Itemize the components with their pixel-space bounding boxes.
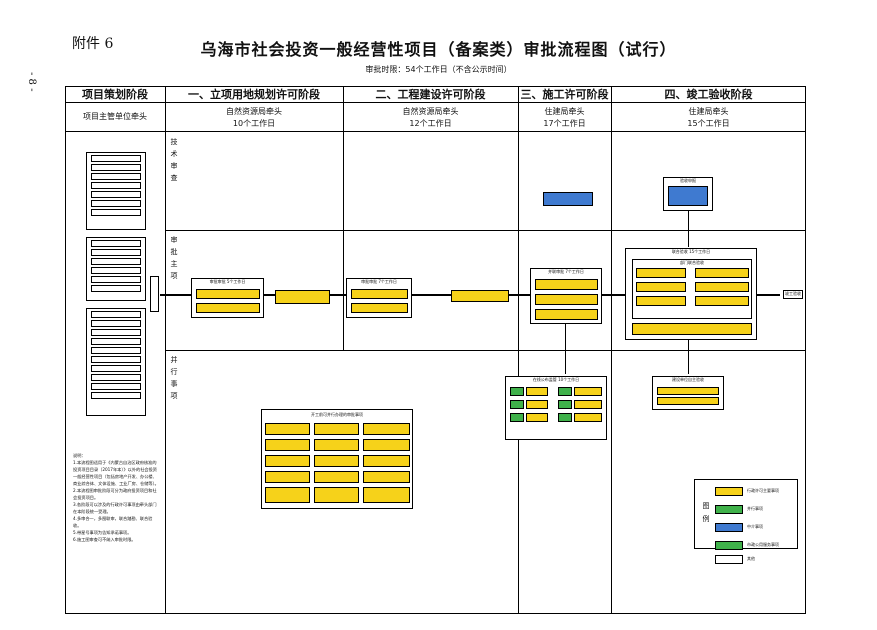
- note-3: 3.各阶段可以涉及的行政许可事项由牵头部门在本阶段统一受理。: [73, 502, 157, 514]
- legend-title: 图例: [702, 502, 710, 528]
- stage1-permit-box: [275, 290, 330, 304]
- final-acceptance-box: 竣工验收: [783, 290, 803, 299]
- col-days-stage2: 12个工作日: [409, 119, 452, 128]
- col-divider-1: [165, 86, 166, 614]
- stage3-tech-review-box: [543, 192, 593, 206]
- row-label-tech: 技术审查: [170, 138, 178, 186]
- final-acceptance-label: 竣工验收: [785, 291, 801, 296]
- legend-box: 图例 行政许可主要事项 并行事项 中介事项 市政公用服务事项 其他: [694, 479, 798, 564]
- planning-connector-box: [150, 276, 159, 312]
- legend-item-4: 市政公用服务事项: [747, 542, 779, 547]
- stage1-approval-box: 审批审批 5个工作日: [191, 278, 264, 318]
- stage4-self-caption: 建设单位自主验收: [672, 377, 704, 382]
- annex-label: 附件 6: [72, 36, 114, 52]
- legend-swatch-green: [715, 504, 743, 514]
- row-divider-main: [165, 350, 806, 351]
- header-bottom-line: [65, 131, 806, 132]
- page-title: 乌海市社会投资一般经营性项目（备案类）审批流程图（试行）: [200, 40, 677, 59]
- parallel-items-table: 开工前可并行办理的审批事项: [261, 409, 413, 509]
- stage3-approval-box: 并联审批 7个工作日: [530, 268, 602, 324]
- col-header-stage1: 一、立项用地规划许可阶段: [188, 88, 320, 101]
- row-divider-tech: [165, 230, 806, 231]
- notes-block: 说明： 1.本流程图适用于《内蒙古自治区政府核准的投资项目目录（2017年本）》…: [73, 452, 159, 543]
- col-days-stage4: 15个工作日: [687, 119, 730, 128]
- note-4: 4.多审合一，多图联审，联合踏勘、联合验收。: [73, 516, 153, 528]
- legend-swatch-white: [715, 554, 743, 564]
- planning-box-2: [86, 237, 146, 301]
- col-divider-4: [611, 86, 612, 614]
- note-2: 2.本流程图审批阶段可分为政府投资项目和社会投资项目。: [73, 488, 157, 500]
- legend-swatch-green-2: [715, 540, 743, 550]
- legend-swatch-blue: [715, 522, 743, 532]
- stage4-pre-check-box: 验收申报: [663, 177, 713, 211]
- col-lead-planning: 项目主管单位牵头: [83, 112, 147, 121]
- legend-swatch-yellow: [715, 486, 743, 496]
- stage3-approval-caption: 并联审批 7个工作日: [548, 269, 584, 274]
- header-divider: [65, 102, 806, 103]
- note-1: 1.本流程图适用于《内蒙古自治区政府核准的投资项目目录（2017年本）》以外的社…: [73, 460, 159, 486]
- legend-item-5: 其他: [747, 556, 755, 561]
- stage4-down-arrow: [688, 340, 689, 374]
- stage2-approval-caption: 审批审批 7个工作日: [361, 279, 397, 284]
- notes-title: 说明：: [73, 453, 86, 458]
- stage3-down-arrow: [565, 324, 566, 374]
- legend-item-1: 行政许可主要事项: [747, 488, 779, 493]
- stage4-pre-check-caption: 验收申报: [680, 178, 696, 183]
- page-subtitle: 审批时限：54个工作日（不含公示时间）: [365, 65, 512, 74]
- col-header-stage3: 三、施工许可阶段: [520, 88, 609, 101]
- col-header-stage2: 二、工程建设许可阶段: [375, 88, 486, 101]
- stage2-permit-box: [451, 290, 509, 302]
- col-lead-stage1: 自然资源局牵头: [226, 107, 282, 116]
- col-divider-2: [343, 86, 344, 350]
- row-label-parallel: 并行事项: [170, 356, 178, 404]
- col-lead-stage2: 自然资源局牵头: [402, 107, 459, 116]
- col-header-stage4: 四、竣工验收阶段: [664, 88, 753, 101]
- col-header-planning: 项目策划阶段: [82, 88, 148, 101]
- col-lead-stage4: 住建局牵头: [688, 107, 729, 116]
- page-number: - 8 -: [26, 72, 37, 92]
- stage1-approval-caption: 审批审批 5个工作日: [209, 279, 246, 284]
- row-label-main: 审批主项: [170, 236, 178, 284]
- planning-box-1: [86, 152, 146, 230]
- stage2-approval-box: 审批审批 7个工作日: [346, 278, 412, 318]
- col-divider-3: [518, 86, 519, 614]
- stage3-parallel-box: 在线公布监管 10个工作日: [505, 376, 607, 440]
- stage4-joint-acceptance-box: 联合验收 15个工作日 部门联合验收: [625, 248, 757, 340]
- stage3-parallel-caption: 在线公布监管 10个工作日: [532, 377, 580, 382]
- legend-item-2: 并行事项: [747, 506, 763, 511]
- stage4-caption: 联合验收 15个工作日: [671, 249, 711, 254]
- note-6: 6.施工图审查可不纳入审批时限。: [73, 537, 136, 542]
- legend-item-3: 中介事项: [747, 524, 763, 529]
- note-5: 5.带星号事项为告知承诺事项。: [73, 530, 132, 535]
- stage4-tech-arrow: [688, 211, 689, 247]
- stage4-inner-caption: 部门联合验收: [680, 260, 704, 265]
- col-days-stage3: 17个工作日: [543, 119, 586, 128]
- stage4-self-acceptance-box: 建设单位自主验收: [652, 376, 724, 410]
- col-days-stage1: 10个工作日: [232, 119, 276, 128]
- parallel-items-caption: 开工前可并行办理的审批事项: [311, 412, 363, 417]
- col-lead-stage3: 住建局牵头: [544, 107, 585, 116]
- planning-box-3: [86, 308, 146, 416]
